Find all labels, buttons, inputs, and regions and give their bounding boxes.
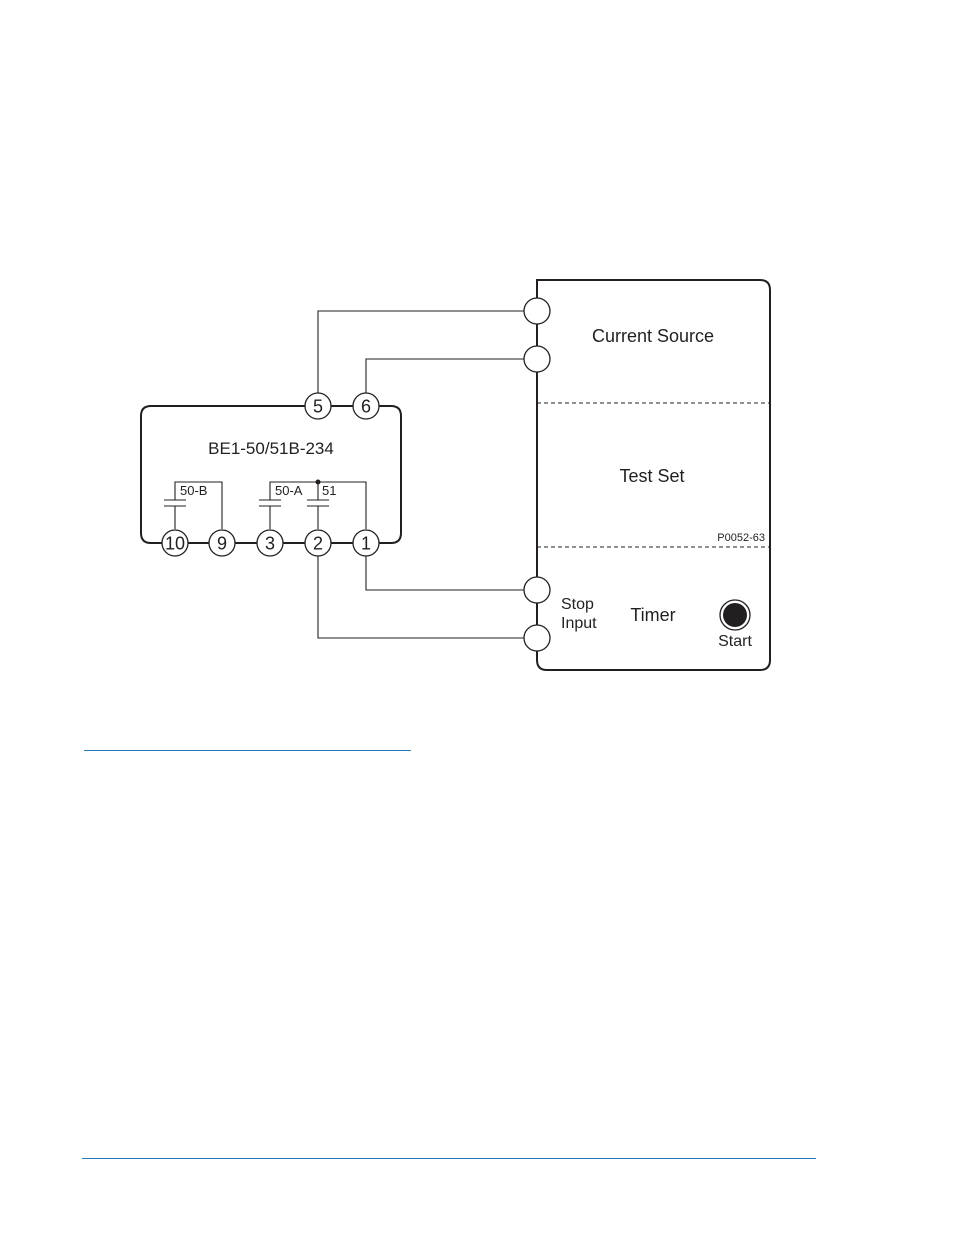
contact-50-a-icon [259, 499, 281, 507]
current-source-terminal-bottom [523, 345, 551, 373]
wire-terminal-2-to-stop-input [317, 543, 537, 639]
terminal-6: 6 [352, 392, 380, 420]
svg-text:10: 10 [165, 534, 185, 554]
contact-50-b-icon [164, 499, 186, 507]
svg-text:1: 1 [361, 534, 371, 554]
footer-rule [82, 1158, 816, 1159]
contact-50-b-wiring-top [174, 481, 223, 529]
junction-dot [315, 479, 321, 485]
contact-50-b-label: 50-B [180, 483, 207, 498]
contact-50-a-label: 50-A [275, 483, 303, 498]
svg-text:9: 9 [217, 534, 227, 554]
timer-label: Timer [630, 605, 675, 625]
stop-input-terminal-top [523, 576, 551, 604]
svg-text:2: 2 [313, 534, 323, 554]
start-label: Start [718, 633, 752, 650]
wire-terminal-6-to-current-source [365, 358, 537, 405]
svg-text:5: 5 [313, 397, 323, 417]
test-set-box: Current Source Test Set P0052-63 Stop In… [523, 279, 771, 671]
start-button-icon[interactable] [719, 599, 751, 631]
relay-box: BE1-50/51B-234 50-B 50-A 51 5 [140, 392, 402, 557]
terminal-5: 5 [304, 392, 332, 420]
contact-51-icon [307, 499, 329, 507]
figure-code: P0052-63 [717, 532, 765, 544]
terminal-3: 3 [256, 529, 284, 557]
terminal-1: 1 [352, 529, 380, 557]
relay-model-label: BE1-50/51B-234 [208, 439, 334, 458]
test-set-label: Test Set [619, 466, 684, 486]
wire-terminal-5-to-current-source [317, 310, 537, 405]
stop-input-label-line1: Stop [561, 596, 594, 613]
current-source-label: Current Source [592, 326, 714, 346]
svg-text:6: 6 [361, 397, 371, 417]
svg-text:3: 3 [265, 534, 275, 554]
caption-rule [84, 750, 411, 751]
terminal-10: 10 [161, 529, 189, 557]
contact-51-label: 51 [322, 483, 336, 498]
stop-input-terminal-bottom [523, 624, 551, 652]
terminal-9: 9 [208, 529, 236, 557]
stop-input-label-line2: Input [561, 615, 597, 632]
current-source-terminal-top [523, 297, 551, 325]
terminal-2: 2 [304, 529, 332, 557]
wire-terminal-1-to-stop-input [365, 543, 537, 591]
